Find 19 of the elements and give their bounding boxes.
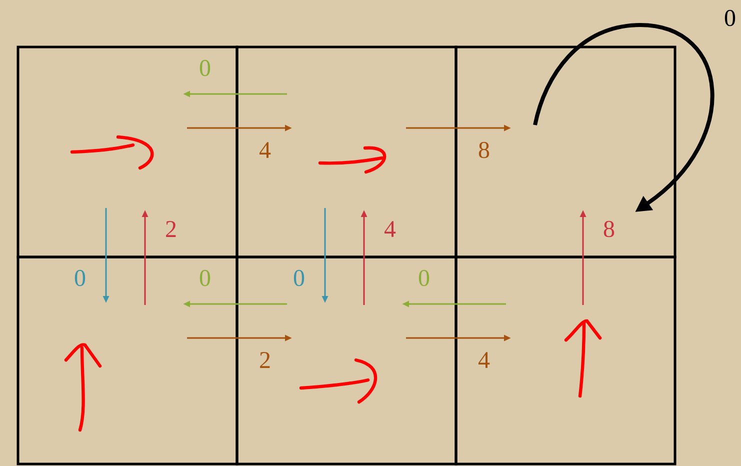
edge-label: 0 — [73, 268, 87, 288]
edge-label: 8 — [602, 220, 616, 238]
grid-cell — [454, 256, 676, 466]
edge-label: 2 — [258, 351, 272, 369]
edge-label: 0 — [198, 268, 212, 288]
edge-label: 0 — [198, 58, 212, 78]
grid-cell — [16, 256, 238, 466]
edge-label: 0 — [723, 8, 737, 28]
grid-cell — [454, 46, 676, 258]
grid-cell — [236, 46, 458, 258]
edge-label: 4 — [477, 351, 491, 369]
edge-label: 8 — [477, 140, 491, 160]
edge-label: 0 — [292, 268, 306, 288]
edge-label: 0 — [417, 268, 431, 288]
grid-cell — [16, 46, 238, 258]
grid-cell — [236, 256, 458, 466]
edge-label: 4 — [258, 141, 272, 159]
edge-label: 4 — [383, 220, 397, 238]
edge-label: 2 — [164, 220, 178, 238]
